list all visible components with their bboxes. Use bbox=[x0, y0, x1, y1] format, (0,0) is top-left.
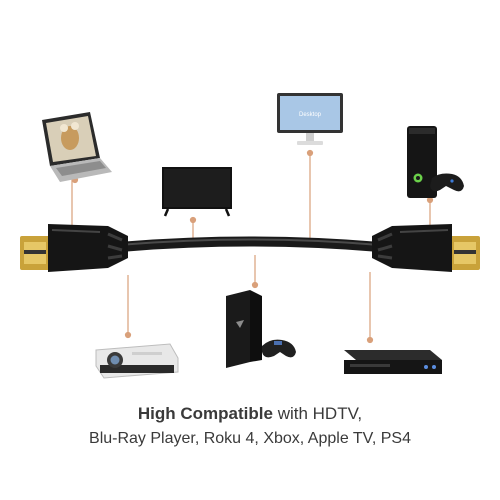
laptop-icon bbox=[42, 112, 112, 182]
monitor-icon: Desktop bbox=[277, 93, 343, 145]
hdmi-cable bbox=[20, 224, 480, 272]
projector-icon bbox=[95, 343, 179, 379]
hdmi-connector-left-icon bbox=[20, 224, 128, 272]
caption-line-2: Blu-Ray Player, Roku 4, Xbox, Apple TV, … bbox=[89, 430, 411, 447]
bluray-player-icon bbox=[344, 350, 442, 374]
lead-lines bbox=[71, 149, 434, 344]
caption-strong-text: High Compatible bbox=[137, 404, 273, 423]
caption-rest-text: with HDTV, bbox=[272, 404, 363, 423]
ps4-console-icon bbox=[226, 290, 296, 368]
lead-line-laptop bbox=[71, 179, 75, 225]
desktop-label: Desktop bbox=[299, 112, 322, 118]
hdmi-connector-right-icon bbox=[372, 224, 480, 272]
tv-icon bbox=[162, 167, 232, 217]
xbox-console-icon bbox=[407, 126, 464, 198]
caption-line-1: High Compatible with HDTV, bbox=[0, 404, 500, 424]
